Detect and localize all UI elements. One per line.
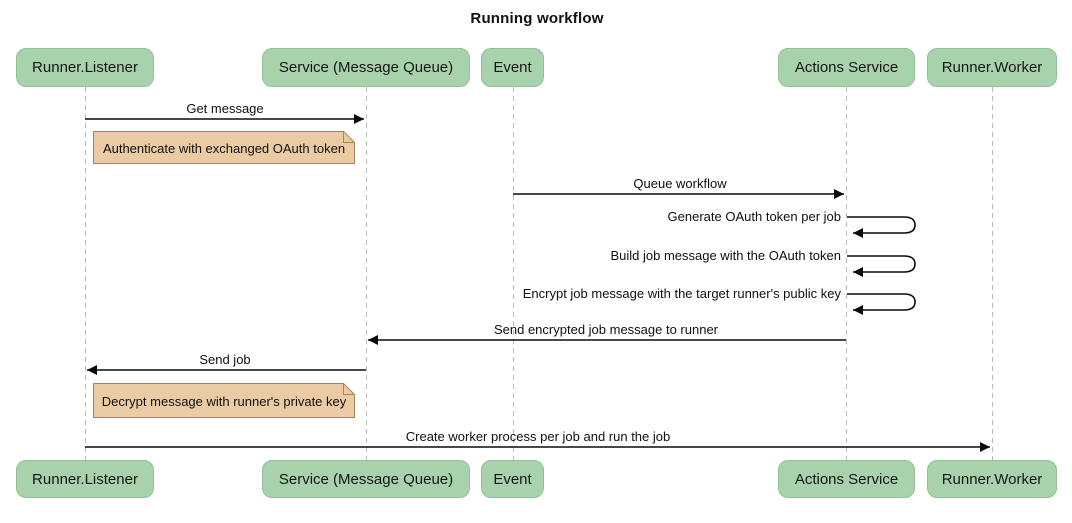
message-label-get-message: Get message	[186, 101, 264, 116]
participant-label: Runner.Listener	[32, 59, 138, 76]
participant-top-runner-worker: Runner.Worker	[927, 48, 1057, 87]
message-label-build-job-message: Build job message with the OAuth token	[610, 248, 841, 263]
participant-label: Event	[493, 470, 532, 488]
participant-label: Actions Service	[794, 59, 899, 76]
participant-bottom-event: Event	[481, 460, 544, 498]
message-label-generate-oauth-token: Generate OAuth token per job	[667, 209, 841, 224]
note-text: Decrypt message with runner's private ke…	[101, 393, 347, 409]
participant-label: Runner.Listener	[32, 470, 138, 488]
message-label-create-worker-process: Create worker process per job and run th…	[405, 429, 671, 444]
message-arrows	[85, 114, 990, 452]
participant-bottom-service-message-queue: Service (Message Queue)	[262, 460, 470, 498]
message-label-encrypt-job-message: Encrypt job message with the target runn…	[522, 286, 841, 301]
note-text: Authenticate with exchanged OAuth token	[102, 140, 346, 156]
note-shape	[93, 131, 355, 164]
participant-top-runner-listener: Runner.Listener	[16, 48, 154, 87]
message-label-send-job: Send job	[199, 352, 251, 367]
note-shape	[93, 383, 355, 418]
participant-top-event: Event	[481, 48, 544, 87]
note-authenticate-oauth: Authenticate with exchanged OAuth token	[93, 131, 355, 164]
note-decrypt-private-key: Decrypt message with runner's private ke…	[93, 383, 355, 418]
participant-label: Actions Service	[794, 470, 899, 488]
diagram-title: Running workflow	[470, 10, 604, 27]
participant-label: Service (Message Queue)	[278, 59, 454, 76]
participant-bottom-runner-listener: Runner.Listener	[16, 460, 154, 498]
participant-top-service-message-queue: Service (Message Queue)	[262, 48, 470, 87]
participant-label: Service (Message Queue)	[278, 470, 454, 488]
participant-top-actions-service: Actions Service	[778, 48, 915, 87]
message-label-send-encrypted-job: Send encrypted job message to runner	[493, 322, 719, 337]
self-loop-build-job-message	[847, 255, 916, 277]
participant-label: Event	[493, 59, 532, 76]
participant-bottom-runner-worker: Runner.Worker	[927, 460, 1057, 498]
self-loop-generate-oauth-token	[847, 216, 916, 238]
message-label-queue-workflow: Queue workflow	[633, 176, 727, 191]
participant-label: Runner.Worker	[941, 470, 1043, 488]
self-loop-encrypt-job-message	[847, 293, 916, 315]
participant-bottom-actions-service: Actions Service	[778, 460, 915, 498]
participant-label: Runner.Worker	[941, 59, 1043, 76]
